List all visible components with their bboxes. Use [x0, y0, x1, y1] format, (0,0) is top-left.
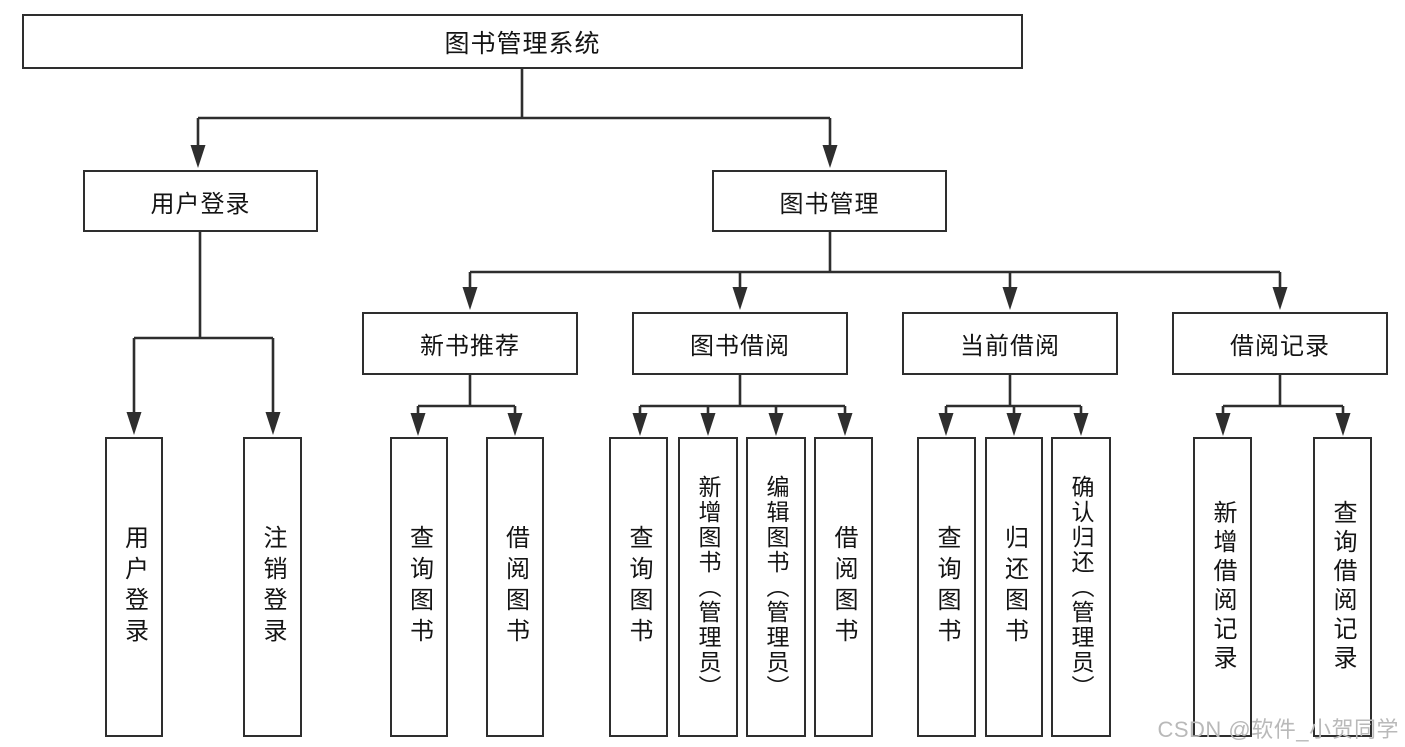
leaf-query-books-current: 查询图书: [917, 437, 976, 737]
node-borrowing-records: 借阅记录: [1172, 312, 1388, 375]
leaf-add-borrow-record: 新增借阅记录: [1193, 437, 1252, 737]
leaf-user-login: 用户登录: [105, 437, 163, 737]
node-book-borrowing: 图书借阅: [632, 312, 848, 375]
leaf-query-books-borrowing: 查询图书: [609, 437, 668, 737]
leaf-edit-books-admin: 编辑图书（管理员）: [746, 437, 806, 737]
csdn-watermark: CSDN @软件_小贺同学: [1157, 717, 1399, 742]
leaf-confirm-return-admin: 确认归还（管理员）: [1051, 437, 1111, 737]
leaf-return-books: 归还图书: [985, 437, 1043, 737]
node-new-book-recommend: 新书推荐: [362, 312, 578, 375]
node-current-borrowing: 当前借阅: [902, 312, 1118, 375]
node-user-login: 用户登录: [83, 170, 318, 232]
leaf-borrow-books-recommend: 借阅图书: [486, 437, 544, 737]
node-library-management-system: 图书管理系统: [22, 14, 1023, 69]
leaf-query-borrow-record: 查询借阅记录: [1313, 437, 1372, 737]
node-book-management: 图书管理: [712, 170, 947, 232]
leaf-borrow-books-borrowing: 借阅图书: [814, 437, 873, 737]
leaf-query-books-recommend: 查询图书: [390, 437, 448, 737]
leaf-add-books-admin: 新增图书（管理员）: [678, 437, 738, 737]
leaf-logout: 注销登录: [243, 437, 302, 737]
